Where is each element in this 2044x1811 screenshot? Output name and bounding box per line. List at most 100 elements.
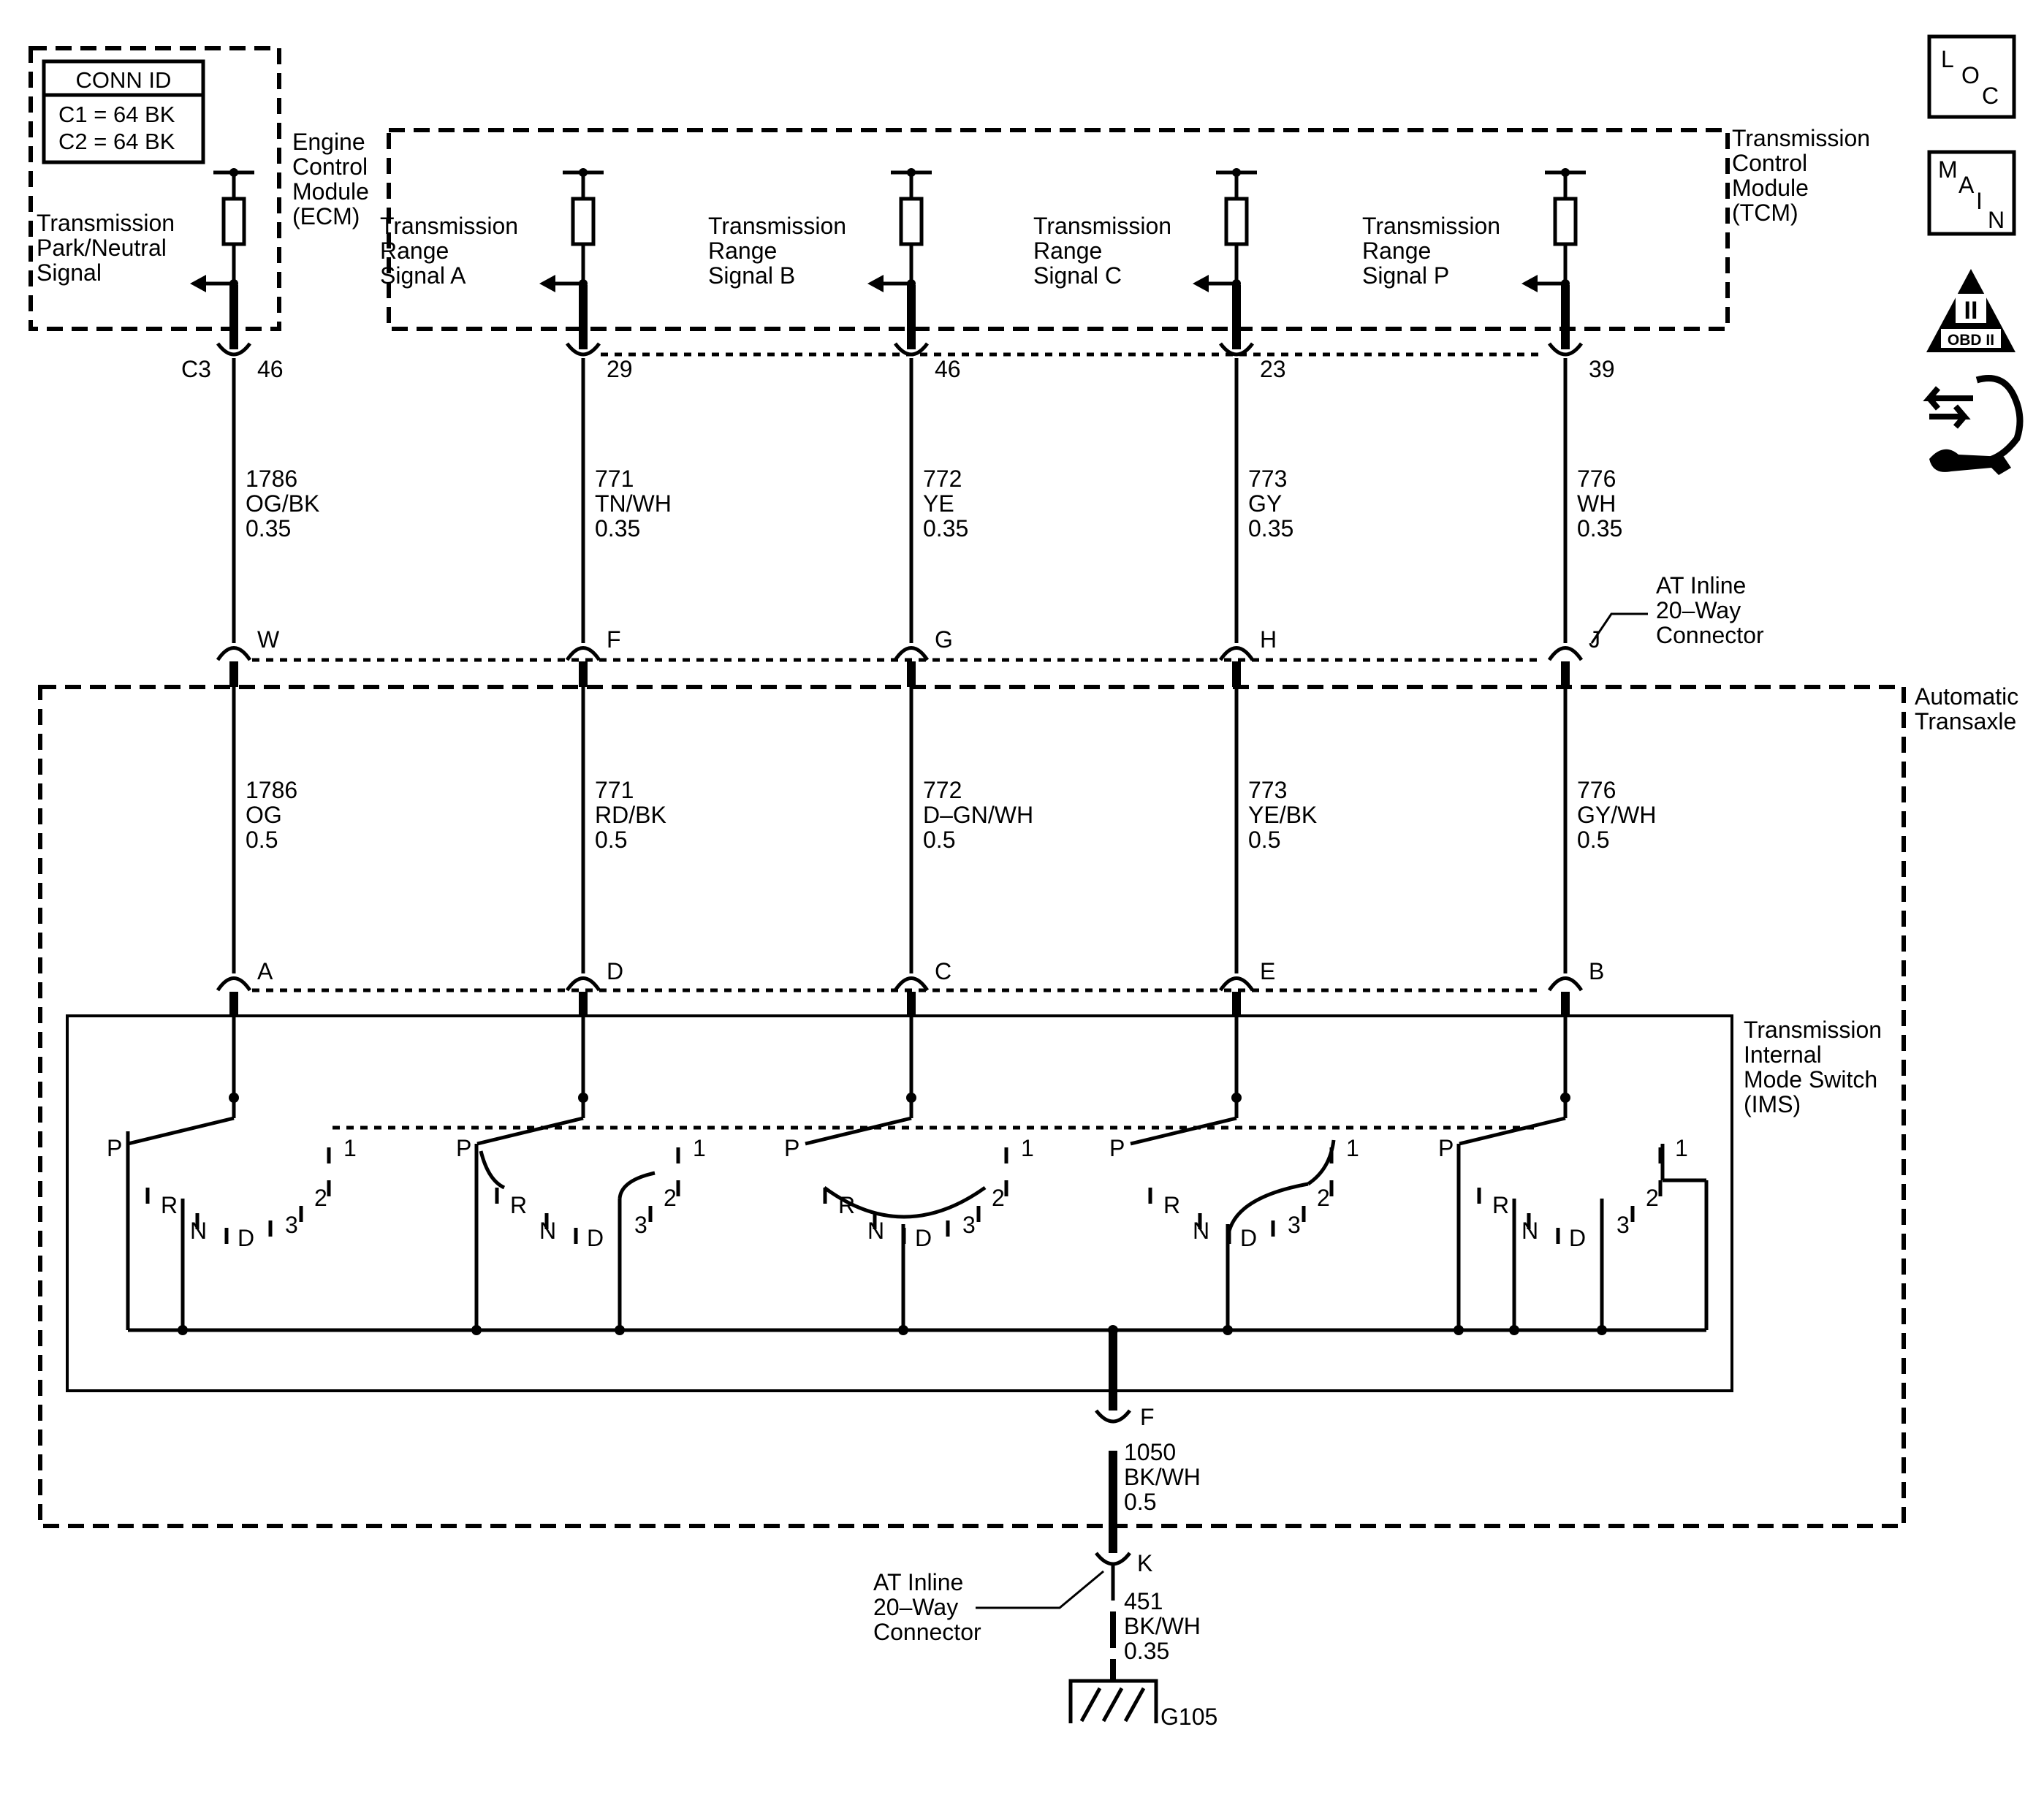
lower-wire-label: 772 — [923, 777, 962, 803]
ground-wire2-gauge: 0.35 — [1124, 1638, 1169, 1664]
svg-text:N: N — [1988, 207, 2005, 233]
ecm-label-3: Module — [292, 178, 369, 205]
signal-label-4: Range — [1033, 238, 1102, 264]
loc-icon[interactable]: L O C — [1927, 34, 2016, 119]
switch-pos-3: 3 — [1288, 1212, 1301, 1238]
ground-wire2-circuit: 451 — [1124, 1588, 1163, 1614]
lower-wire-label: 773 — [1248, 777, 1287, 803]
pullup-resistor — [571, 197, 596, 246]
switch-blade — [476, 1116, 584, 1146]
conn-id-c2: C2 = 64 BK — [58, 129, 175, 154]
tcm-label-1: Transmission — [1732, 125, 1870, 151]
signal-label-3: Signal B — [708, 262, 795, 289]
ims-connector-female — [893, 976, 930, 992]
signal-label-5: Range — [1362, 238, 1431, 264]
lower-wire-label: 0.5 — [923, 827, 955, 853]
switch-blade — [1459, 1116, 1566, 1146]
switch-pos-d: D — [1569, 1225, 1586, 1251]
signal-label-3: Transmission — [708, 213, 846, 239]
tcm-pin-label: 46 — [935, 356, 961, 382]
svg-text:M: M — [1938, 156, 1958, 183]
ims-pin-label: A — [257, 958, 273, 984]
ims-connector-female — [565, 976, 601, 992]
ims-label-2: Internal — [1744, 1041, 1822, 1068]
ims-connector-female — [216, 976, 252, 992]
ims-label-3: Mode Switch — [1744, 1066, 1877, 1093]
signal-arrow — [190, 275, 206, 292]
signal-arrow — [1521, 275, 1538, 292]
switch-pos-n: N — [1521, 1218, 1538, 1244]
conn-id-title: CONN ID — [76, 67, 172, 93]
obd-ii-icon[interactable]: II OBD II — [1926, 269, 2015, 352]
tcm-label-3: Module — [1732, 175, 1809, 201]
ground-wire1-circuit: 1050 — [1124, 1439, 1176, 1465]
inline-connector-label-3: Connector — [1656, 622, 1764, 648]
switch-pos-3: 3 — [1616, 1212, 1630, 1238]
signal-label-2: Signal A — [380, 262, 466, 289]
inline-connector-female — [565, 646, 601, 661]
pin-k-label: K — [1137, 1550, 1152, 1576]
switch-pos-d: D — [915, 1225, 932, 1251]
pullup-resistor — [1553, 197, 1578, 246]
switch-pos-3: 3 — [285, 1212, 298, 1238]
upper-wire-label: 0.35 — [595, 515, 640, 542]
switch-pos-d: D — [587, 1225, 604, 1251]
inline-pin-label: W — [257, 626, 280, 653]
inline-connector-female — [216, 646, 252, 661]
signal-label-1: Transmission — [37, 210, 175, 236]
lower-wire-label: RD/BK — [595, 802, 666, 828]
inline-connector-leader — [1590, 612, 1648, 644]
tcm-label-4: (TCM) — [1732, 200, 1798, 226]
inline-connector-female — [1547, 646, 1584, 661]
c3-connector-label: C3 — [181, 356, 211, 382]
svg-text:OBD II: OBD II — [1948, 332, 1994, 349]
tcm-pin-label: 23 — [1260, 356, 1286, 382]
signal-label-2: Transmission — [380, 213, 518, 239]
switch-pos-p: P — [107, 1135, 122, 1161]
switch-pos-n: N — [190, 1218, 207, 1244]
ims-pin-label: D — [607, 958, 623, 984]
switch-pos-1: 1 — [1346, 1135, 1359, 1161]
switch-pos-3: 3 — [962, 1212, 976, 1238]
lower-wire-label: 0.5 — [246, 827, 278, 853]
contact-arc — [823, 1185, 987, 1219]
lower-wire-label: 0.5 — [1577, 827, 1609, 853]
upper-wire-label: 772 — [923, 466, 962, 492]
bottom-connector-label-3: Connector — [873, 1619, 981, 1645]
tcm-pin-label: 29 — [607, 356, 633, 382]
signal-label-5: Transmission — [1362, 213, 1500, 239]
lower-wire-label: GY/WH — [1577, 802, 1656, 828]
ground-wire1-gauge: 0.5 — [1124, 1489, 1156, 1515]
ground-symbol — [1068, 1679, 1158, 1723]
signal-label-3: Range — [708, 238, 777, 264]
lower-wire-label: 771 — [595, 777, 634, 803]
module-connector — [1218, 342, 1255, 357]
ims-pin-label: C — [935, 958, 951, 984]
conn-id-box — [42, 59, 205, 164]
switch-pos-p: P — [1109, 1135, 1125, 1161]
connector-tool-icon[interactable] — [1923, 375, 2024, 476]
upper-wire-label: 0.35 — [246, 515, 291, 542]
signal-arrow — [867, 275, 884, 292]
switch-blade — [1130, 1116, 1237, 1146]
ims-connector-female — [1218, 976, 1255, 992]
inline-pin-label: H — [1260, 626, 1277, 653]
lower-wire-label: OG — [246, 802, 282, 828]
tcm-pin-label: 46 — [257, 356, 284, 382]
pullup-resistor — [899, 197, 924, 246]
switch-pos-2: 2 — [992, 1185, 1005, 1211]
ims-label-1: Transmission — [1744, 1017, 1882, 1043]
switch-pos-n: N — [867, 1218, 884, 1244]
module-connector — [893, 342, 930, 357]
pullup-resistor — [1224, 197, 1249, 246]
switch-pos-2: 2 — [664, 1185, 677, 1211]
main-icon[interactable]: M A I N — [1927, 150, 2016, 236]
switch-pos-1: 1 — [343, 1135, 357, 1161]
inline-pin-label: F — [607, 626, 621, 653]
signal-label-1: Signal — [37, 259, 102, 286]
svg-text:C: C — [1982, 83, 1999, 109]
inline-connector-label-2: 20–Way — [1656, 597, 1741, 623]
lower-wire-label: YE/BK — [1248, 802, 1317, 828]
upper-wire-label: TN/WH — [595, 490, 672, 517]
svg-text:I: I — [1976, 188, 1983, 214]
